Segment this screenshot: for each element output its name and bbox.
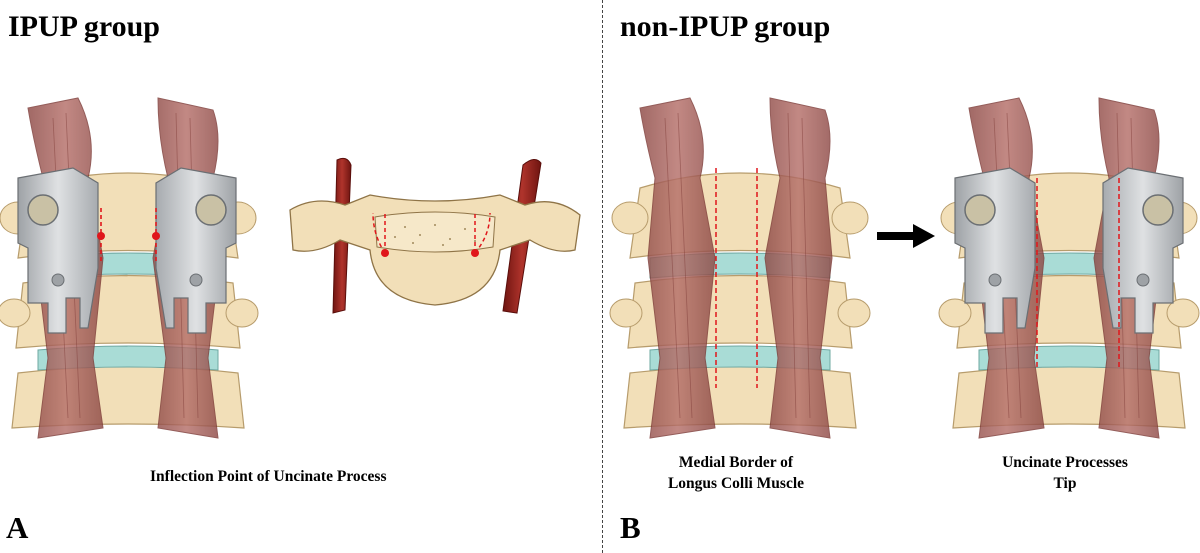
panel-a-title: IPUP group bbox=[8, 10, 160, 43]
medial-border-caption-line-1: Medial Border of bbox=[678, 454, 794, 471]
uncinate-tip-caption: Uncinate Processes Tip bbox=[985, 452, 1145, 494]
panel-divider bbox=[602, 0, 603, 553]
uncinate-tip-caption-line-1: Uncinate Processes bbox=[1002, 454, 1128, 471]
panel-a-letter: A bbox=[6, 510, 29, 545]
medial-border-spine-illustration bbox=[609, 97, 871, 439]
uncinate-tip-spine-illustration bbox=[938, 97, 1200, 439]
medial-border-lines bbox=[715, 168, 758, 388]
panel-b-title: non-IPUP group bbox=[620, 10, 831, 43]
medial-border-caption: Medial Border of Longus Colli Muscle bbox=[652, 452, 820, 494]
right-arrow-icon bbox=[877, 224, 935, 248]
medial-border-caption-line-2: Longus Colli Muscle bbox=[667, 475, 805, 492]
uncinate-tip-caption-line-2: Tip bbox=[1053, 475, 1077, 492]
ipup-caption: Inflection Point of Uncinate Process bbox=[150, 468, 387, 485]
panel-b-letter: B bbox=[620, 510, 641, 545]
inflection-point-markers bbox=[97, 208, 160, 263]
ipup-spine-illustration bbox=[0, 97, 259, 439]
vertebra-axial-illustration bbox=[289, 157, 581, 314]
